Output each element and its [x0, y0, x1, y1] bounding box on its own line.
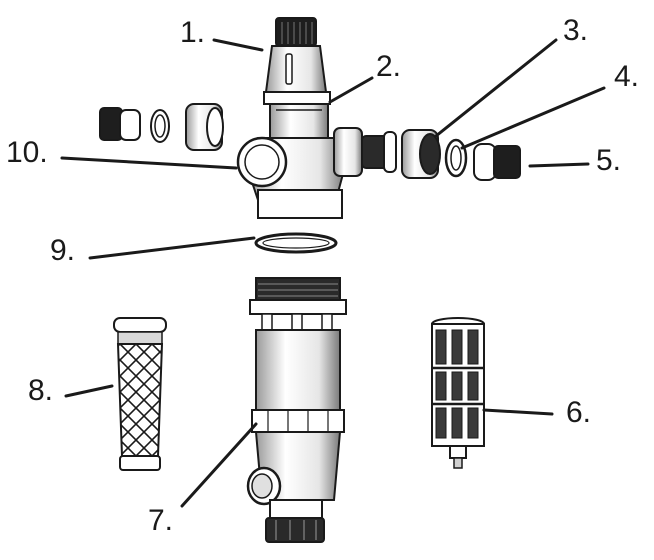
leader-8 [66, 386, 112, 396]
part-9-o-ring [256, 234, 336, 252]
leader-5 [530, 164, 588, 166]
part-3-union-nut [402, 130, 440, 178]
callout-7: 7. [148, 504, 174, 537]
callout-2: 2. [376, 50, 402, 83]
leader-7 [182, 424, 256, 506]
leader-1 [214, 40, 262, 50]
callout-9: 9. [50, 234, 76, 267]
leader-3 [436, 40, 556, 136]
part-7-filter-bowl [248, 278, 346, 542]
callout-8: 8. [28, 374, 54, 407]
callout-5: 5. [596, 144, 622, 177]
leader-10 [62, 158, 236, 168]
part-2-reducer-body [264, 92, 330, 138]
left-fittings [100, 104, 223, 150]
callout-6: 6. [566, 396, 592, 429]
leader-2 [330, 78, 372, 102]
part-8-mesh-insert [114, 318, 166, 470]
leader-6 [484, 410, 552, 414]
part-5-threaded-tail [474, 144, 520, 180]
part-4-sealing-ring [446, 140, 466, 176]
callout-1: 1. [180, 16, 206, 49]
part-6-filter-cage [432, 318, 484, 468]
callout-3: 3. [563, 14, 589, 47]
callout-10: 10. [6, 136, 48, 169]
main-housing [238, 128, 396, 218]
leader-9 [90, 238, 254, 258]
part-1-adjustment-knob [266, 18, 326, 92]
leader-4 [462, 88, 604, 148]
callout-4: 4. [614, 60, 640, 93]
leader-lines [62, 40, 604, 506]
